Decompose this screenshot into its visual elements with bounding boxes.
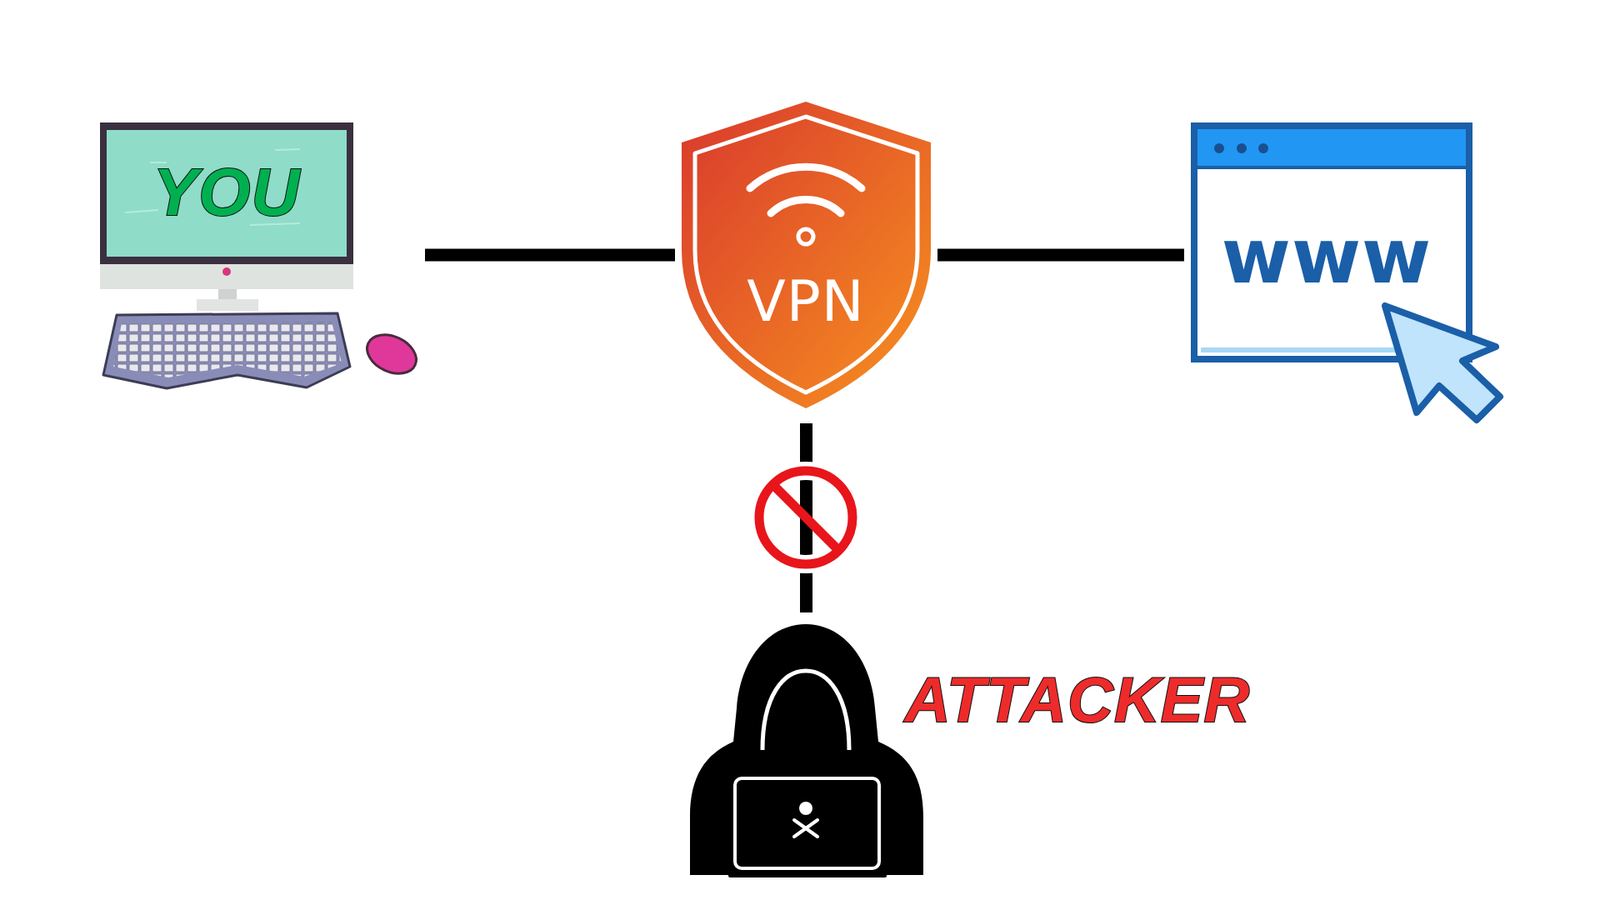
node-label: ATTACKER (881, 663, 1274, 736)
laptop (735, 778, 880, 869)
node-label: YOU (106, 154, 347, 231)
hooded-figure (690, 624, 924, 875)
sign-halo (759, 470, 853, 565)
wifi-arc (770, 200, 841, 214)
computer-node: YOU (100, 122, 419, 388)
attacker-illustration (690, 624, 924, 878)
laptop-base (728, 870, 887, 878)
keyboard (103, 313, 350, 389)
shield (681, 101, 931, 409)
website-node: www (1190, 122, 1473, 363)
monitor-stand (196, 299, 259, 311)
monitor-bezel (100, 122, 354, 265)
window-dot (1258, 143, 1269, 154)
attacker-node: ATTACKER (690, 624, 1274, 878)
mouse (360, 327, 423, 381)
wifi-arc (750, 166, 862, 189)
title-bar-divider (1197, 165, 1466, 170)
connector-line (425, 249, 675, 262)
shield-inner-outline (695, 116, 918, 393)
node-label: VPN (714, 268, 898, 335)
browser-title-bar (1197, 129, 1466, 166)
vpn-shield-illustration (681, 101, 931, 409)
node-label: www (1201, 212, 1452, 300)
hood-outline (762, 670, 850, 750)
prohibition-sign (759, 470, 853, 565)
sign-bar (773, 485, 839, 550)
keyboard-keys (113, 321, 342, 378)
wifi-dot (798, 229, 814, 245)
connector-line (937, 249, 1185, 262)
skull (799, 801, 813, 815)
window-dot (1214, 143, 1225, 154)
crossbones (794, 820, 818, 837)
vpn-shield-node: VPN (681, 101, 931, 409)
monitor-chin (100, 264, 354, 290)
power-light (222, 267, 231, 276)
browser-illustration (1194, 125, 1500, 420)
window-dot (1236, 143, 1247, 154)
mouse-cursor (1385, 305, 1500, 420)
sign-ring (759, 470, 853, 565)
monitor-screen (106, 130, 347, 257)
monitor-neck (218, 289, 237, 300)
computer-illustration (100, 122, 423, 389)
